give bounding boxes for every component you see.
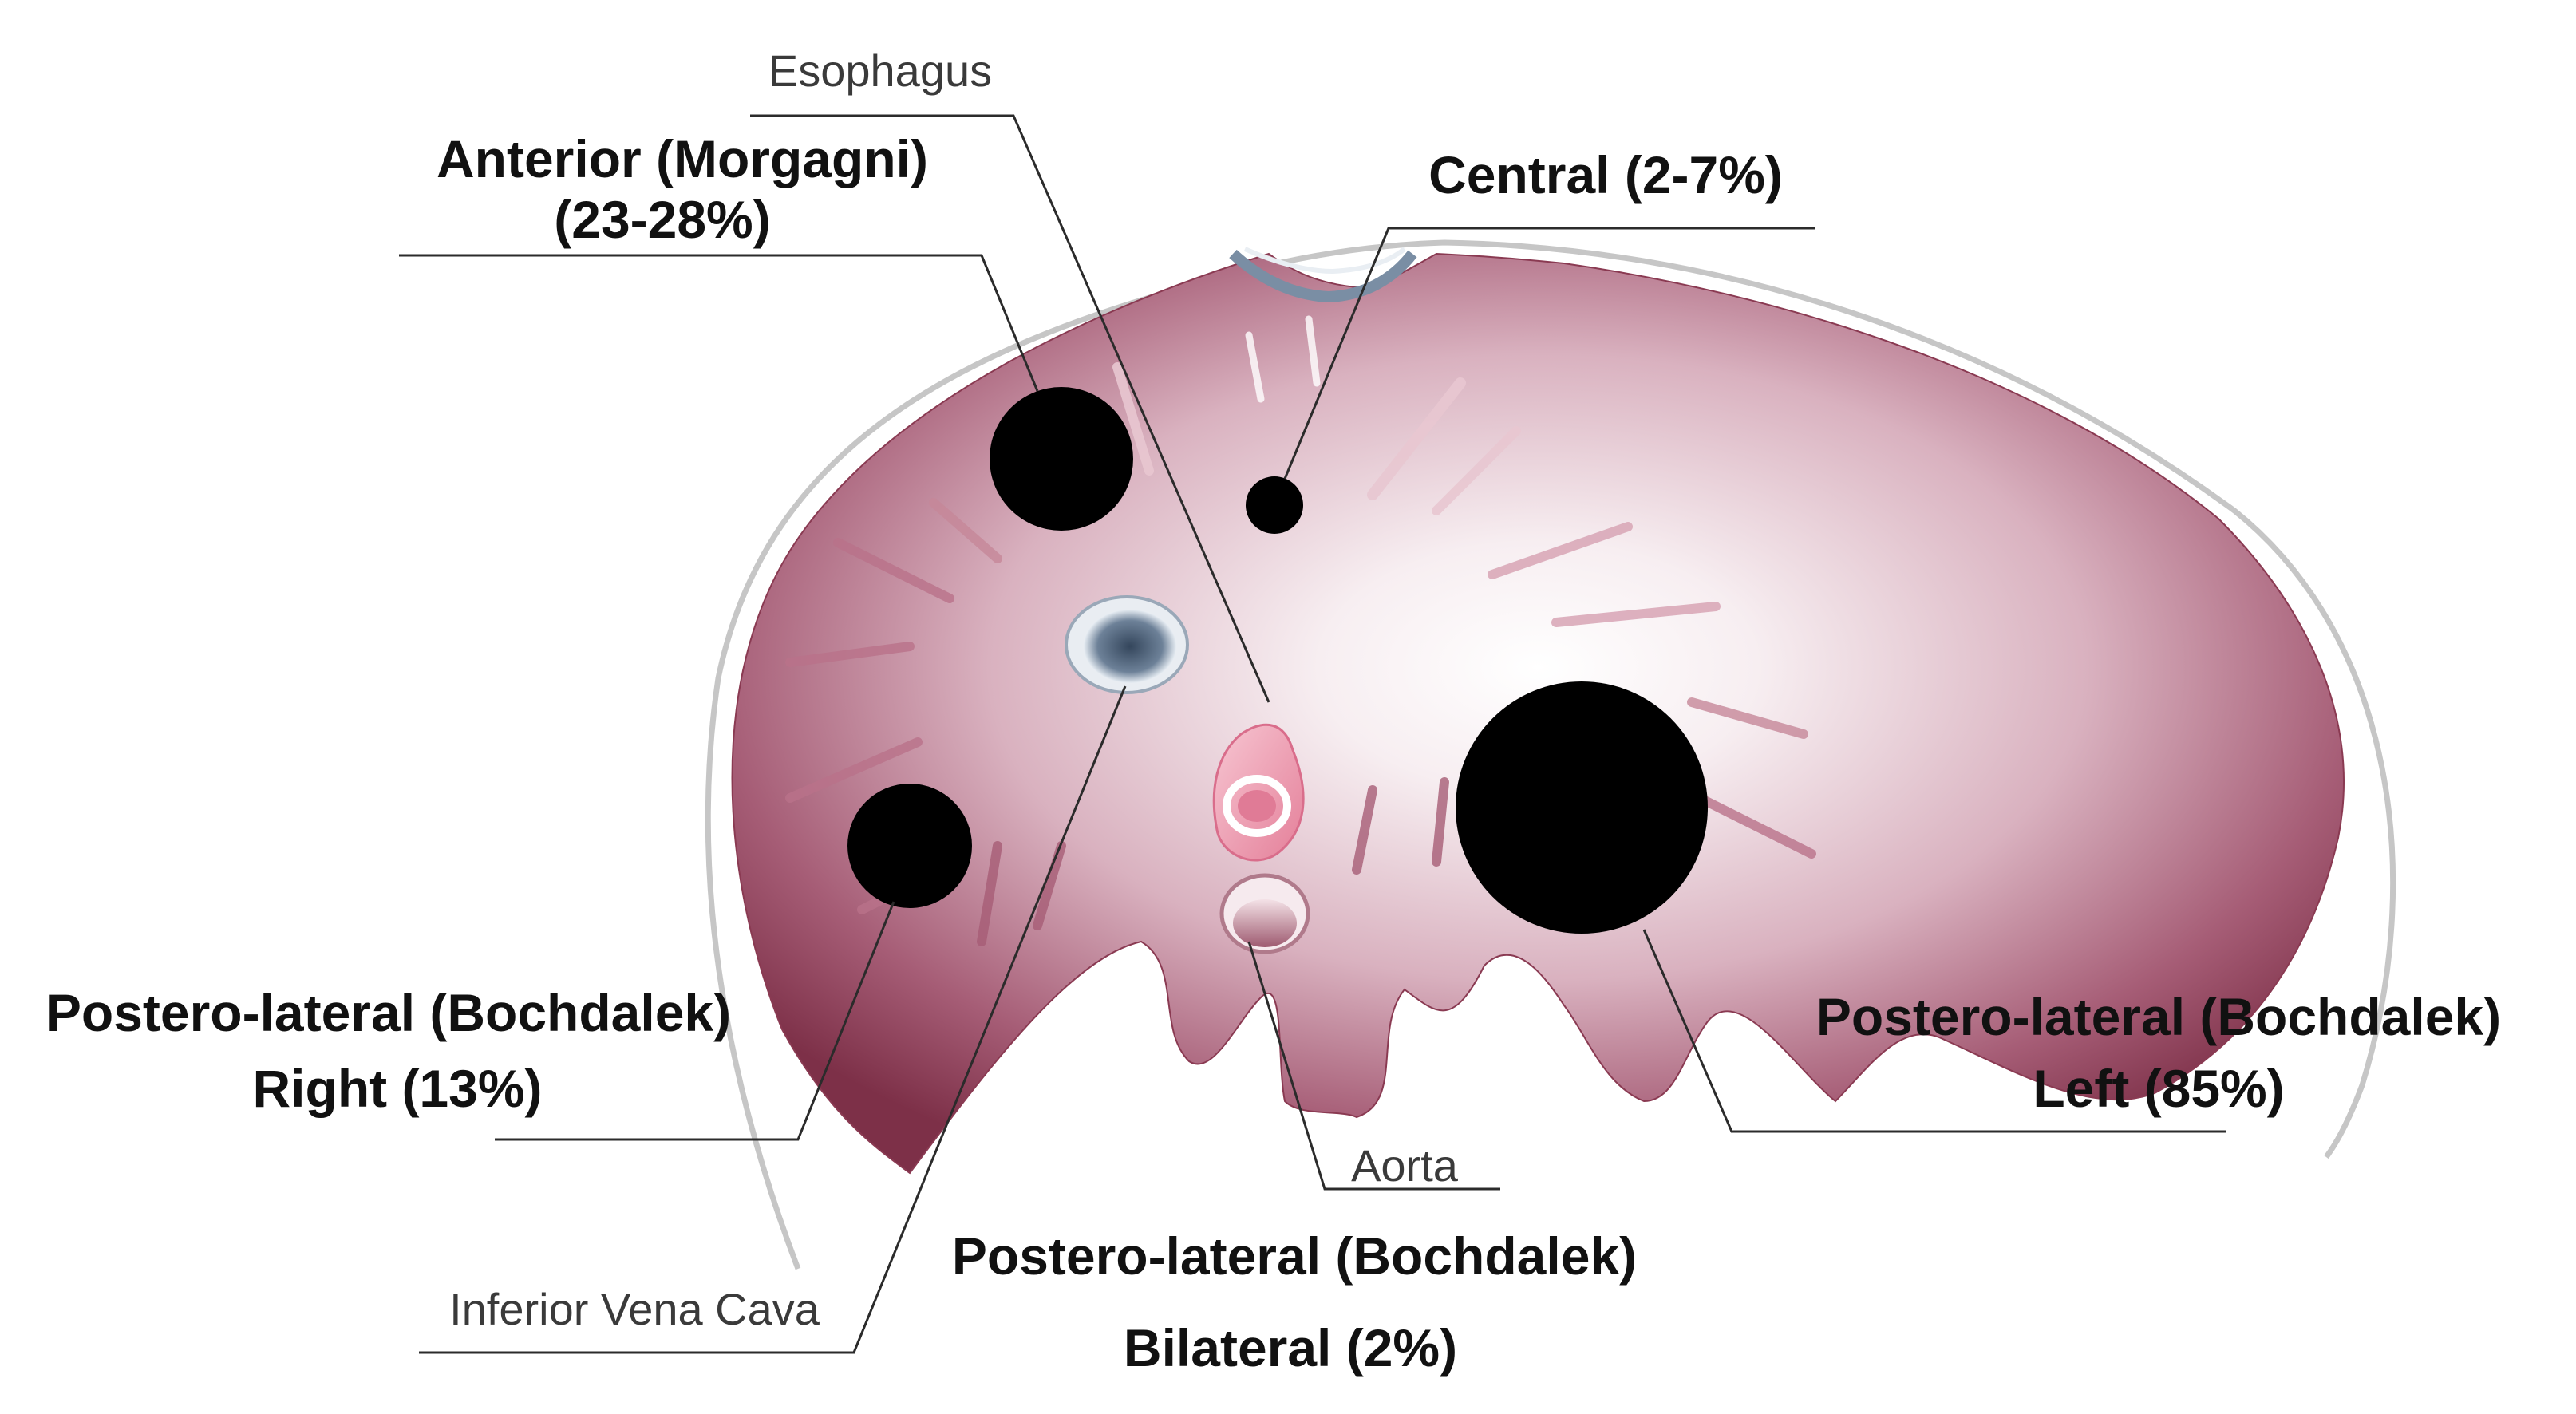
right-bochdalek-label-line1: Postero-lateral (Bochdalek) — [46, 983, 731, 1042]
ivc-label: Inferior Vena Cava — [449, 1284, 820, 1334]
left-bochdalek-defect-icon — [1456, 681, 1708, 934]
right-leader-line — [495, 901, 895, 1141]
right-bochdalek-label-line2: Right (13%) — [253, 1059, 543, 1118]
left-bochdalek-label-line1: Postero-lateral (Bochdalek) — [1816, 987, 2501, 1046]
anterior-label-line2: (23-28%) — [554, 190, 770, 249]
aortic-opening — [1219, 873, 1310, 954]
central-label: Central (2-7%) — [1428, 145, 1783, 204]
left-bochdalek-label-line2: Left (85%) — [2033, 1059, 2284, 1118]
esophagus-label: Esophagus — [768, 45, 992, 96]
bilateral-bochdalek-label-line1: Postero-lateral (Bochdalek) — [952, 1226, 1637, 1286]
ivc-leader-line — [419, 685, 1127, 1354]
muscle-fibers — [785, 315, 1816, 946]
sternal-notch — [1229, 249, 1417, 303]
esophageal-opening — [1212, 723, 1305, 862]
aorta-leader-line — [1247, 941, 1500, 1191]
aorta-label: Aorta — [1351, 1140, 1459, 1191]
anterior-leader-line — [399, 254, 1039, 392]
right-bochdalek-defect-icon — [847, 784, 972, 908]
central-defect-icon — [1246, 476, 1303, 534]
esophagus-leader-line — [750, 114, 1270, 703]
anterior-label-line1: Anterior (Morgagni) — [437, 129, 928, 188]
left-leader-line — [1642, 929, 2226, 1133]
diaphragm-outer-outline — [705, 239, 2396, 1270]
bilateral-bochdalek-label-line2: Bilateral (2%) — [1124, 1318, 1457, 1377]
anterior-morgagni-defect-icon — [990, 387, 1133, 531]
central-leader-line — [1283, 227, 1815, 480]
ivc-opening — [1065, 595, 1189, 694]
